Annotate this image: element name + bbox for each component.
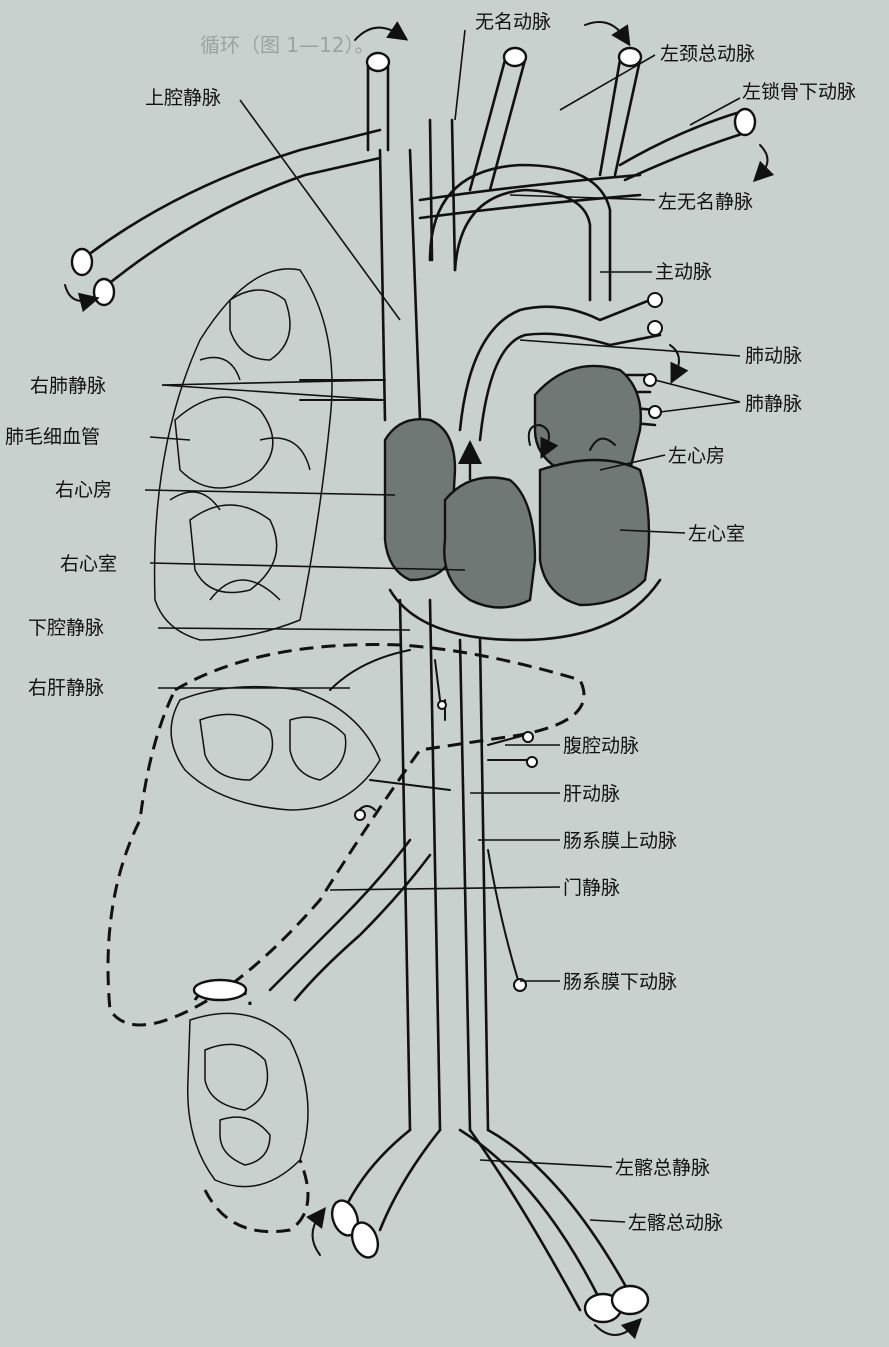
- flow-arrows: [65, 22, 768, 1335]
- label-left-common-carotid: 左颈总动脉: [660, 43, 755, 65]
- label-left-subclavian: 左锁骨下动脉: [742, 81, 856, 103]
- trunk-vessels: [400, 600, 488, 1130]
- label-right-ventricle: 右心室: [60, 553, 117, 575]
- label-left-atrium: 左心房: [668, 445, 725, 467]
- label-left-ventricle: 左心室: [688, 523, 745, 545]
- heart: [385, 293, 662, 640]
- label-portal-vein: 门静脉: [563, 877, 620, 899]
- leader-lines: [145, 30, 740, 1222]
- label-left-common-iliac-artery: 左髂总动脉: [628, 1212, 723, 1234]
- label-right-pulmonary-veins: 右肺静脉: [30, 375, 106, 397]
- intestine-region: [188, 980, 308, 1232]
- background-text-fragment: 循环（图 1—12）。: [200, 33, 375, 57]
- label-inferior-mesenteric: 肠系膜下动脉: [563, 971, 677, 993]
- label-innominate-artery: 无名动脉: [475, 11, 551, 33]
- label-left-common-iliac-vein: 左髂总静脉: [615, 1157, 710, 1179]
- label-left-innominate-vein: 左无名静脉: [658, 191, 753, 213]
- label-right-atrium: 右心房: [55, 479, 112, 501]
- label-superior-vena-cava: 上腔静脉: [145, 87, 221, 109]
- label-celiac-artery: 腹腔动脉: [563, 735, 639, 757]
- label-inferior-vena-cava: 下腔静脉: [28, 617, 104, 639]
- liver-region: [108, 645, 584, 1025]
- right-lung-capillaries: [155, 269, 385, 640]
- iliac-vessels: [328, 1130, 648, 1322]
- label-pulmonary-veins: 肺静脉: [745, 393, 802, 415]
- label-hepatic-artery: 肝动脉: [563, 783, 620, 805]
- label-pulmonary-artery: 肺动脉: [745, 345, 802, 367]
- label-pulmonary-capillaries: 肺毛细血管: [5, 426, 100, 448]
- label-aorta: 主动脉: [655, 261, 712, 283]
- label-right-hepatic-vein: 右肝静脉: [28, 677, 104, 699]
- label-superior-mesenteric: 肠系膜上动脉: [563, 830, 677, 852]
